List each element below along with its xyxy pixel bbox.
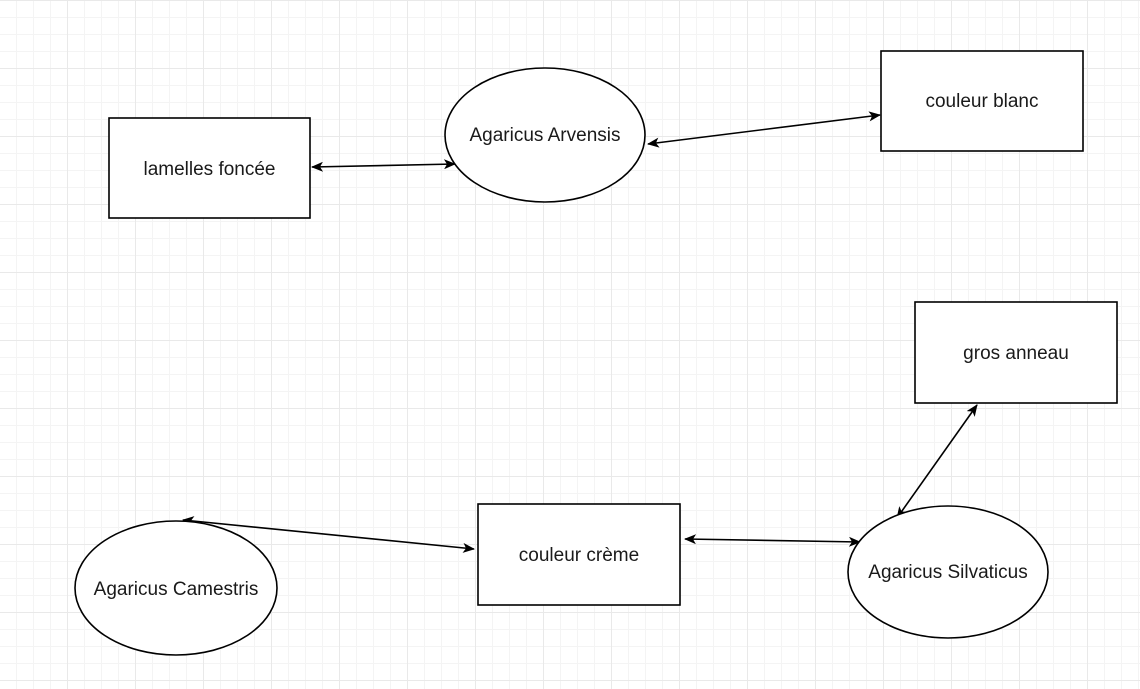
edge-camestris-to-creme[interactable] xyxy=(182,516,475,553)
node-shape-rectangle xyxy=(477,503,681,606)
node-couleur-creme[interactable]: couleur crème xyxy=(477,503,681,606)
node-shape-rectangle xyxy=(108,117,311,219)
node-label: lamelles foncée xyxy=(143,159,275,180)
edge-creme-to-silvaticus[interactable] xyxy=(684,534,861,547)
node-agaricus-camestris[interactable]: Agaricus Camestris xyxy=(74,520,278,656)
node-label: Agaricus Camestris xyxy=(94,579,259,600)
node-shape-rectangle xyxy=(914,301,1118,404)
node-couleur-blanc[interactable]: couleur blanc xyxy=(880,50,1084,152)
edge-silvaticus-to-anneau[interactable] xyxy=(896,404,978,519)
node-label: couleur blanc xyxy=(925,91,1038,112)
node-label: Agaricus Arvensis xyxy=(469,125,620,146)
node-label: couleur crème xyxy=(519,545,639,566)
node-agaricus-arvensis[interactable]: Agaricus Arvensis xyxy=(444,67,646,203)
node-lamelles-foncee[interactable]: lamelles foncée xyxy=(108,117,311,219)
edge-lamelles-to-arvensis[interactable] xyxy=(311,159,456,172)
node-shape-ellipse xyxy=(847,505,1049,639)
node-gros-anneau[interactable]: gros anneau xyxy=(914,301,1118,404)
edge-arvensis-to-blanc[interactable] xyxy=(647,111,881,148)
node-shape-rectangle xyxy=(880,50,1084,152)
node-agaricus-silvaticus[interactable]: Agaricus Silvaticus xyxy=(847,505,1049,639)
node-shape-ellipse xyxy=(74,520,278,656)
node-label: Agaricus Silvaticus xyxy=(868,562,1027,583)
node-label: gros anneau xyxy=(963,343,1069,364)
node-shape-ellipse xyxy=(444,67,646,203)
